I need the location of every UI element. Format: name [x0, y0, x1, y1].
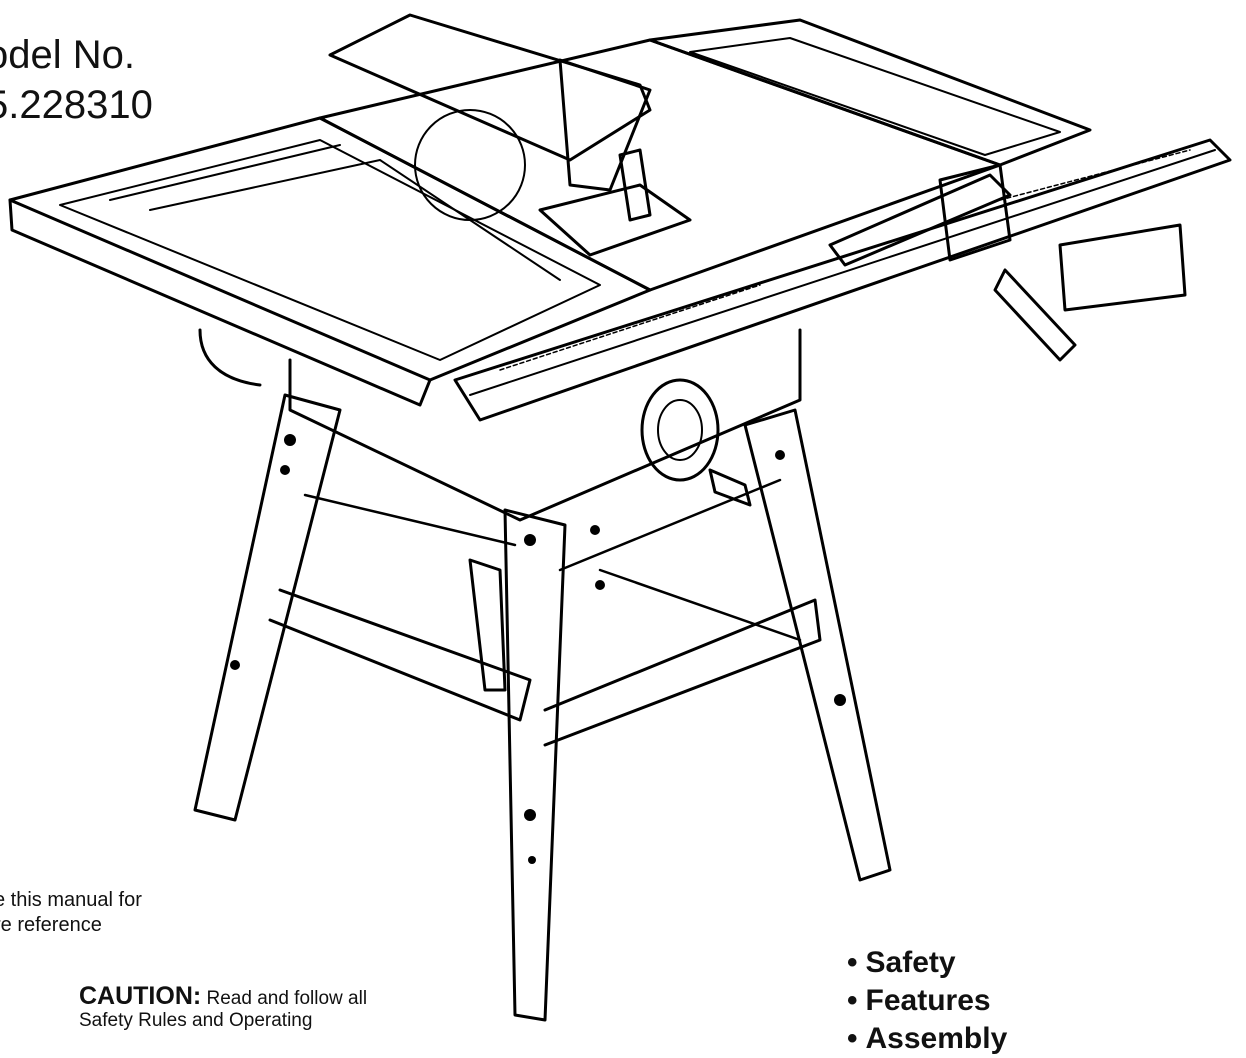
topic-list: Safety Features Assembly — [847, 944, 1008, 1058]
model-number: odel No. 5.228310 — [0, 30, 153, 130]
lower-brace-left — [268, 588, 532, 722]
caution-heading: CAUTION: — [79, 982, 202, 1010]
fence-handle — [993, 268, 1077, 362]
saw-blade — [414, 109, 526, 221]
rip-fence — [828, 173, 1012, 267]
caution-line1: Read and follow all — [206, 988, 368, 1009]
leg-right — [743, 408, 892, 882]
main-table — [318, 38, 1002, 292]
left-extension-wing — [8, 116, 652, 382]
blade-guard — [328, 13, 652, 162]
save-note-line2: re reference — [0, 914, 102, 936]
handwheel — [640, 378, 720, 482]
caution-notice: CAUTION: Read and follow all Safety Rule… — [79, 982, 368, 1032]
caution-line2: Safety Rules and Operating — [79, 1010, 313, 1031]
leg-back — [468, 558, 507, 692]
topic-item: Assembly — [847, 1020, 1008, 1058]
save-manual-note: e this manual for re reference — [0, 888, 142, 938]
accessory-box — [1058, 223, 1187, 312]
front-rail — [453, 138, 1232, 422]
right-extension-wing — [648, 18, 1092, 167]
save-note-line1: e this manual for — [0, 889, 142, 911]
lower-brace-right — [543, 598, 822, 747]
model-value: 5.228310 — [0, 83, 153, 127]
model-label: odel No. — [0, 33, 135, 77]
leg-back-left — [193, 393, 342, 822]
miter-gauge — [538, 183, 692, 257]
topic-item: Features — [847, 982, 1007, 1020]
topic-item: Safety — [847, 944, 1007, 982]
leg-front — [503, 508, 567, 1022]
saw-cabinet — [288, 328, 802, 522]
